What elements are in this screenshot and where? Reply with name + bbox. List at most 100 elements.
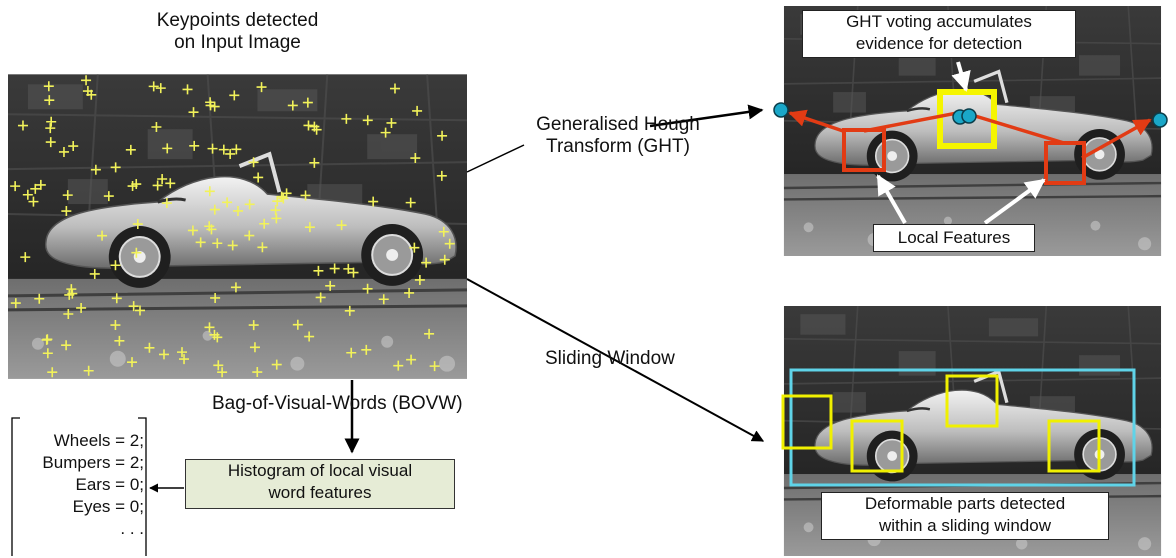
keypoint-cross bbox=[207, 143, 218, 154]
keypoint-cross bbox=[61, 340, 72, 351]
keypoint-cross bbox=[304, 222, 315, 233]
keypoint-cross bbox=[344, 305, 355, 316]
keypoint-cross bbox=[90, 164, 101, 175]
keypoint-cross bbox=[336, 220, 347, 231]
keypoint-cross bbox=[410, 153, 421, 164]
arrow-to-ght-image bbox=[649, 104, 764, 128]
line-image-to-ght-label bbox=[466, 144, 525, 173]
deformable-parts-callout: Deformable parts detected within a slidi… bbox=[821, 492, 1109, 540]
keypoint-cross bbox=[44, 95, 55, 106]
keypoint-cross bbox=[389, 83, 400, 94]
keypoint-cross bbox=[30, 183, 41, 194]
keypoint-cross bbox=[157, 174, 168, 184]
keypoint-cross bbox=[315, 292, 326, 303]
vote-point-center-b bbox=[961, 108, 977, 124]
keypoint-cross bbox=[127, 357, 138, 368]
keypoint-cross bbox=[45, 137, 56, 148]
keypoint-cross bbox=[218, 144, 229, 155]
keypoint-cross bbox=[405, 197, 416, 208]
keypoint-cross bbox=[67, 288, 78, 299]
input-image-title: Keypoints detected on Input Image bbox=[105, 10, 370, 54]
keypoint-cross bbox=[128, 301, 139, 312]
keypoint-cross bbox=[361, 344, 372, 355]
keypoint-cross bbox=[252, 367, 263, 378]
sliding-window-box bbox=[789, 368, 1136, 487]
keypoint-cross bbox=[309, 157, 320, 168]
keypoint-cross bbox=[110, 260, 121, 271]
keypoint-cross bbox=[409, 242, 420, 253]
ght-voting-line2: evidence for detection bbox=[855, 34, 1023, 53]
keypoint-cross bbox=[204, 221, 215, 232]
keypoint-cross bbox=[311, 124, 322, 135]
keypoint-cross bbox=[10, 298, 21, 309]
keypoint-cross bbox=[212, 238, 223, 249]
histogram-box: Histogram of local visual word features bbox=[185, 459, 455, 509]
keypoint-cross bbox=[17, 120, 28, 131]
keypoint-cross bbox=[393, 360, 404, 371]
keypoint-cross bbox=[278, 193, 289, 204]
keypoint-cross bbox=[233, 205, 244, 216]
keypoint-cross bbox=[110, 162, 121, 173]
keypoint-cross bbox=[271, 213, 282, 224]
keypoint-cross bbox=[204, 322, 215, 333]
keypoint-cross bbox=[444, 238, 455, 249]
keypoint-cross bbox=[292, 319, 303, 330]
keypoint-cross bbox=[131, 179, 142, 190]
ght-label-line1: Generalised Hough bbox=[536, 114, 700, 135]
keypoint-cross bbox=[436, 170, 447, 181]
keypoint-cross bbox=[362, 115, 373, 126]
part-box-wheel-front bbox=[850, 419, 904, 473]
keypoint-cross bbox=[28, 196, 39, 207]
keypoint-cross bbox=[42, 348, 53, 359]
keypoint-cross bbox=[159, 349, 170, 360]
ght-feature-box-right bbox=[1044, 141, 1086, 185]
keypoint-cross bbox=[424, 328, 435, 339]
keypoint-cross bbox=[438, 226, 449, 237]
keypoint-cross bbox=[82, 86, 93, 97]
keypoint-cross bbox=[209, 329, 220, 340]
sliding-window-image bbox=[781, 306, 1163, 556]
ght-label: Generalised Hough Transform (GHT) bbox=[518, 114, 718, 158]
ght-vector-right-arrow bbox=[1081, 118, 1152, 160]
keypoint-cross bbox=[134, 305, 145, 316]
bovw-count-bumpers: Bumpers = 2; bbox=[42, 453, 144, 472]
keypoint-cross bbox=[412, 105, 423, 116]
keypoint-cross bbox=[256, 82, 267, 93]
keypoint-cross bbox=[205, 100, 216, 111]
keypoint-cross bbox=[229, 90, 240, 101]
ght-voting-callout: GHT voting accumulates evidence for dete… bbox=[802, 10, 1076, 58]
keypoint-cross bbox=[68, 141, 79, 152]
keypoint-cross bbox=[131, 247, 142, 258]
keypoint-cross bbox=[187, 225, 198, 236]
keypoint-cross bbox=[414, 274, 425, 285]
keypoint-cross bbox=[346, 347, 357, 358]
callout-arrow-feature-right bbox=[983, 178, 1046, 225]
keypoint-cross bbox=[58, 146, 69, 157]
ght-image bbox=[773, 6, 1168, 256]
keypoint-cross bbox=[406, 354, 417, 365]
keypoint-cross bbox=[341, 113, 352, 124]
keypoint-cross bbox=[244, 230, 255, 241]
keypoint-cross bbox=[41, 334, 52, 345]
keypoint-cross bbox=[249, 342, 260, 353]
keypoint-cross bbox=[45, 123, 56, 134]
keypoint-cross bbox=[35, 179, 46, 190]
keypoint-cross bbox=[421, 257, 432, 268]
keypoint-cross bbox=[148, 81, 159, 92]
keypoint-cross bbox=[189, 140, 200, 151]
keypoint-cross bbox=[151, 121, 162, 132]
keypoint-cross bbox=[348, 267, 359, 278]
keypoint-cross bbox=[304, 331, 315, 342]
keypoint-cross bbox=[386, 117, 397, 128]
keypoint-cross bbox=[329, 263, 340, 274]
input-image-title-line2: on Input Image bbox=[174, 32, 301, 53]
keypoint-cross bbox=[343, 263, 354, 274]
keypoint-cross bbox=[43, 81, 54, 92]
keypoint-cross bbox=[195, 237, 206, 248]
keypoint-cross bbox=[404, 287, 415, 298]
keypoint-cross bbox=[210, 292, 221, 303]
keypoint-cross bbox=[231, 144, 242, 155]
keypoint-cross bbox=[161, 198, 172, 209]
keypoint-cross bbox=[83, 365, 94, 376]
